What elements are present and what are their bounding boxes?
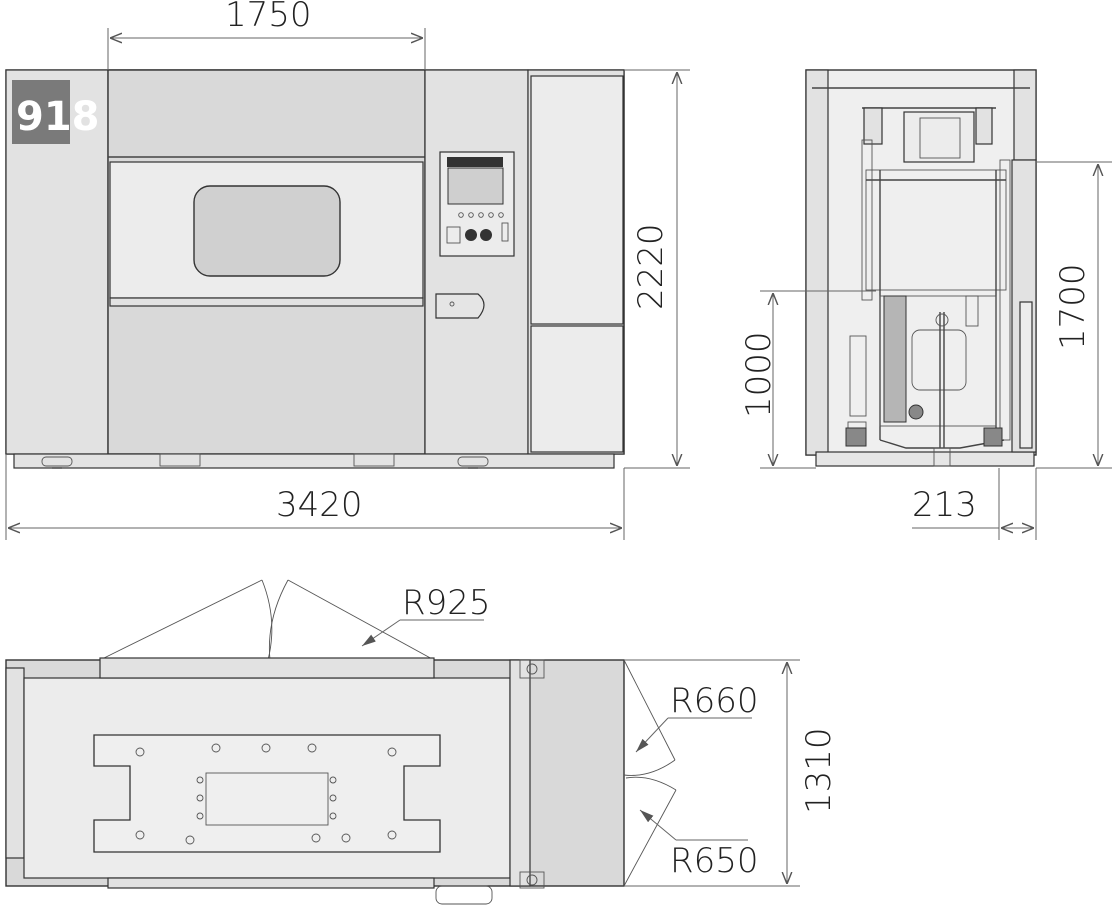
- dim-side-height-lower: 1000: [739, 331, 779, 418]
- side-view: [805, 69, 1037, 467]
- front-view: 918: [5, 69, 625, 469]
- dim-front-height: 2220: [631, 223, 671, 310]
- top-side-arcs: [623, 659, 677, 887]
- top-view: [5, 579, 625, 905]
- top-dimensions: 1310 R925 R660 R650: [361, 583, 839, 887]
- brand-logo: [12, 80, 70, 144]
- label-top-door-radius: R925: [402, 583, 491, 623]
- side-dimensions: 1700 1000 213: [739, 161, 1112, 540]
- brand-logo-text: 918: [16, 94, 100, 140]
- control-screen: [447, 167, 504, 205]
- dim-side-offset: 213: [912, 485, 977, 525]
- dim-front-width-inner: 1750: [225, 0, 312, 35]
- dim-side-height-upper: 1700: [1053, 263, 1093, 350]
- label-top-side-radius-upper: R660: [670, 681, 759, 721]
- label-top-side-radius-lower: R650: [670, 841, 759, 881]
- dim-front-width-total: 3420: [276, 485, 363, 525]
- door-window: [193, 185, 341, 277]
- dim-top-depth: 1310: [799, 727, 839, 814]
- gear-wheel: [883, 295, 907, 423]
- front-dimensions: 1750 2220 3420: [5, 0, 690, 540]
